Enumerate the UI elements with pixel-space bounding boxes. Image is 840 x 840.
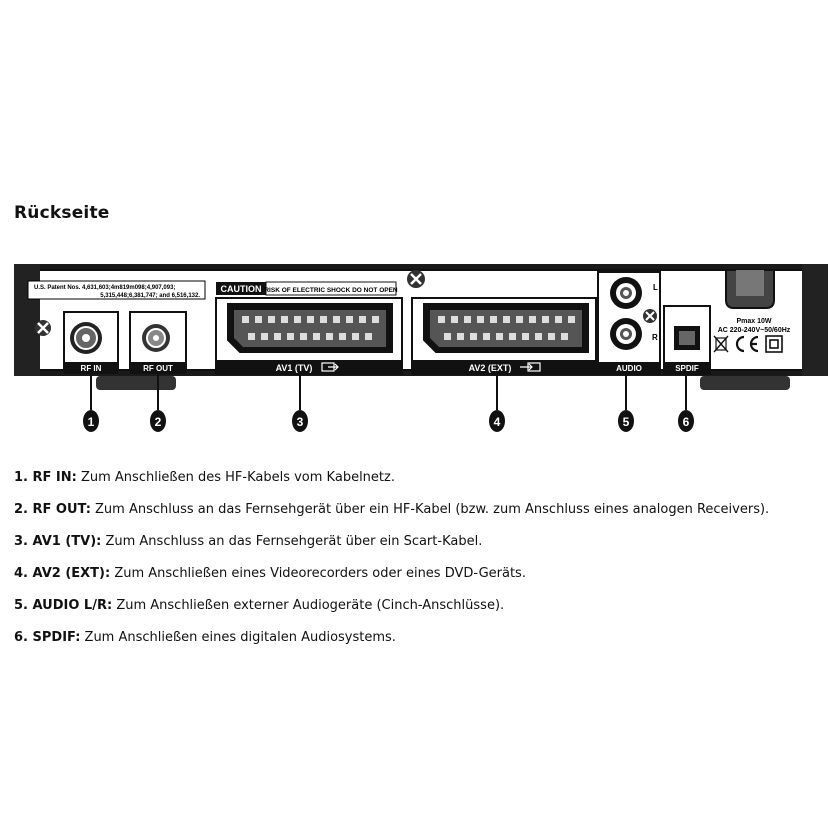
av1-label: AV1 (TV) <box>276 363 313 373</box>
marker-1-number: 1 <box>88 415 95 429</box>
marker-6: 6 <box>678 410 694 432</box>
description-item: 1. RF IN: Zum Anschließen des HF-Kabels … <box>14 468 824 500</box>
av2-label: AV2 (EXT) <box>469 363 512 373</box>
input-arrow-icon <box>520 362 541 372</box>
marker-3: 3 <box>292 410 308 432</box>
top-screw <box>407 270 425 288</box>
description-item: 4. AV2 (EXT): Zum Anschließen eines Vide… <box>14 564 824 596</box>
description-text: Zum Anschließen des HF-Kabels vom Kabeln… <box>76 470 395 485</box>
caution-word: CAUTION <box>221 284 262 294</box>
page-title: Rückseite <box>14 203 110 223</box>
spdif-port[interactable]: SPDIF <box>663 305 711 375</box>
rf-in-port[interactable]: RF IN <box>63 311 119 374</box>
description-text: Zum Anschluss an das Fernsehgerät über e… <box>101 534 483 549</box>
patent-line-1: U.S. Patent Nos. 4,631,603;4m819m098;4,9… <box>34 285 175 291</box>
double-insulation-icon <box>765 335 783 353</box>
weee-bin-icon <box>713 335 729 353</box>
left-screw <box>35 320 51 336</box>
audio-screw <box>643 309 657 323</box>
marker-5-number: 5 <box>623 415 630 429</box>
marker-4-number: 4 <box>494 415 501 429</box>
power-voltage: AC 220-240V~50/60Hz <box>718 327 791 334</box>
description-term: 2. RF OUT: <box>14 502 91 517</box>
marker-2: 2 <box>150 410 166 432</box>
rf-in-label: RF IN <box>81 364 102 373</box>
description-text: Zum Anschließen externer Audiogeräte (Ci… <box>112 598 505 613</box>
description-term: 6. SPDIF: <box>14 630 81 645</box>
marker-3-number: 3 <box>297 415 304 429</box>
av1-scart-port[interactable]: AV1 (TV) <box>215 297 403 375</box>
description-term: 5. AUDIO L/R: <box>14 598 113 613</box>
av2-scart-port[interactable]: AV2 (EXT) <box>411 297 597 375</box>
description-term: 4. AV2 (EXT): <box>14 566 111 581</box>
description-item: 5. AUDIO L/R: Zum Anschließen externer A… <box>14 596 824 628</box>
description-item: 3. AV1 (TV): Zum Anschluss an das Fernse… <box>14 532 824 564</box>
power-cord <box>725 269 775 309</box>
power-rating: Pmax 10W <box>736 318 771 325</box>
rf-out-label: RF OUT <box>143 364 173 373</box>
audio-label: AUDIO <box>616 364 642 373</box>
description-text: Zum Anschließen eines Videorecorders ode… <box>110 566 526 581</box>
patent-label-box <box>27 280 206 300</box>
marker-2-number: 2 <box>155 415 162 429</box>
patent-line-2: 5,315,448;6,381,747; and 6,516,132. <box>100 293 200 299</box>
tv-arrow-icon <box>321 362 339 372</box>
description-text: Zum Anschließen eines digitalen Audiosys… <box>80 630 396 645</box>
audio-ports[interactable]: L R AUDIO <box>597 271 661 375</box>
audio-right-label: R <box>652 333 658 342</box>
caution-label: CAUTION RISK OF ELECTRIC SHOCK DO NOT OP… <box>216 281 398 296</box>
right-foot <box>700 376 790 390</box>
marker-4: 4 <box>489 410 505 432</box>
connector-description-list: 1. RF IN: Zum Anschließen des HF-Kabels … <box>14 468 824 660</box>
left-foot <box>96 376 176 390</box>
spdif-label: SPDIF <box>675 364 699 373</box>
description-text: Zum Anschluss an das Fernsehgerät über e… <box>90 502 770 517</box>
marker-5: 5 <box>618 410 634 432</box>
ce-mark-icon <box>735 335 759 353</box>
audio-left-label: L <box>653 283 658 292</box>
description-item: 6. SPDIF: Zum Anschließen eines digitale… <box>14 628 824 660</box>
marker-1: 1 <box>83 410 99 432</box>
receiver-rear-panel: U.S. Patent Nos. 4,631,603;4m819m098;4,9… <box>14 264 828 432</box>
description-term: 3. AV1 (TV): <box>14 534 102 549</box>
description-term: 1. RF IN: <box>14 470 77 485</box>
rf-out-port[interactable]: RF OUT <box>129 311 187 374</box>
description-item: 2. RF OUT: Zum Anschluss an das Fernsehg… <box>14 500 824 532</box>
caution-text: RISK OF ELECTRIC SHOCK DO NOT OPEN <box>264 287 398 294</box>
marker-6-number: 6 <box>683 415 690 429</box>
